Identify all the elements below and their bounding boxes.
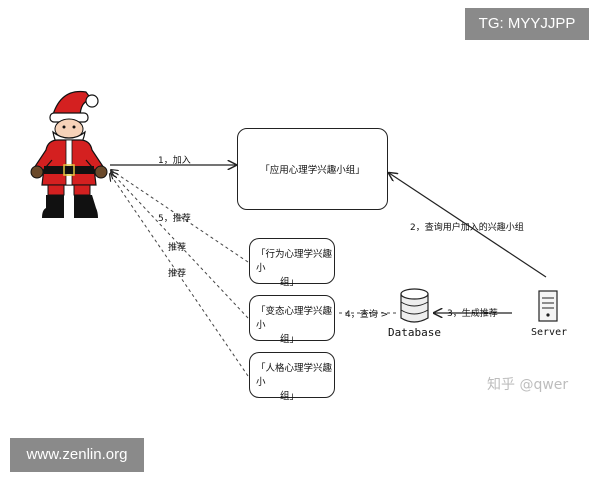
zhihu-watermark: 知乎 @qwer — [487, 377, 569, 393]
database-icon — [400, 288, 429, 323]
rec-group-box-3: 「人格心理学兴趣小 组」 — [249, 352, 335, 402]
rec-group-1-text: 「行为心理学兴趣小 组」 — [256, 248, 334, 290]
recommend-label-b: 推荐 — [168, 269, 187, 279]
rec-group-box-1: 「行为心理学兴趣小 组」 — [249, 238, 335, 288]
server-label: Server — [531, 327, 568, 338]
query-groups-arrow — [389, 173, 547, 278]
recommend-label-5: 5，推荐 — [158, 214, 191, 224]
rec-group-2-line-2: 组」 — [280, 334, 300, 345]
query-groups-label: 2，查询用户加入的兴趣小组 — [410, 223, 524, 233]
main-group-label: 「应用心理学兴趣小组」 — [260, 165, 365, 176]
rec-group-2-text: 「变态心理学兴趣小 组」 — [256, 305, 334, 347]
rec-group-1-line-2: 组」 — [280, 277, 300, 288]
tg-watermark: TG: MYYJJPP — [465, 8, 589, 40]
site-watermark: www.zenlin.org — [10, 438, 144, 472]
rec-group-box-2: 「变态心理学兴趣小 组」 — [249, 295, 335, 345]
recommend-label-a: 推荐 — [168, 243, 187, 253]
query-label: 4，查询 > — [345, 310, 389, 320]
database-label: Database — [388, 326, 441, 339]
rec-group-3-line-2: 组」 — [280, 391, 300, 402]
generate-label: 3，生成推荐 — [447, 309, 498, 319]
join-label: 1，加入 — [158, 156, 191, 166]
server-icon — [538, 290, 558, 322]
rec-group-2-line-1: 「变态心理学兴趣小 — [256, 306, 333, 331]
rec-group-3-text: 「人格心理学兴趣小 组」 — [256, 362, 334, 404]
rec-group-3-line-1: 「人格心理学兴趣小 — [256, 363, 333, 388]
rec-group-1-line-1: 「行为心理学兴趣小 — [256, 249, 333, 274]
santa-icon — [30, 90, 108, 218]
main-group-box: 「应用心理学兴趣小组」 — [237, 128, 388, 210]
recommend-arrow-3 — [110, 174, 249, 377]
